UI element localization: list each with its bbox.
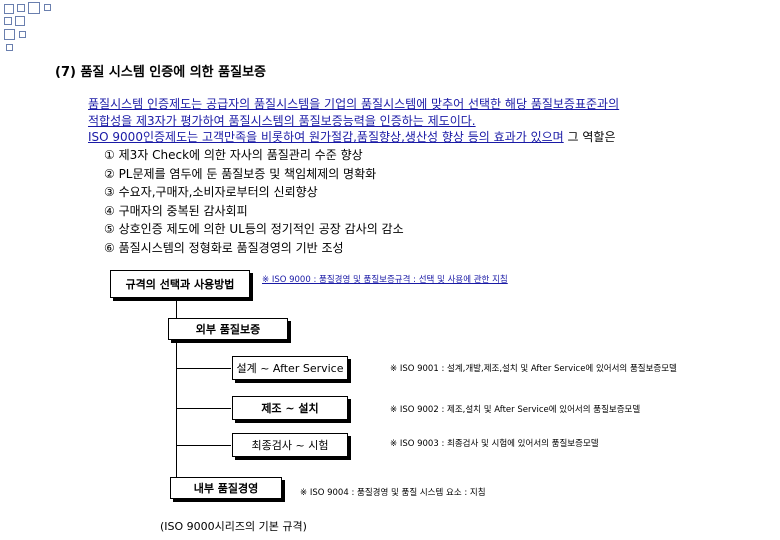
- decor-square: [4, 4, 14, 14]
- role-list: ① 제3자 Check에 의한 자사의 품질관리 수준 향상 ② PL문제를 염…: [104, 146, 404, 257]
- decor-square: [44, 4, 51, 11]
- paragraph-line[interactable]: ISO 9000인증제도는 고객만족을 비롯하여 원가절감,품질향상,생산성 향…: [88, 130, 564, 144]
- decor-square: [17, 4, 25, 12]
- design-box: 설계 ~ After Service: [232, 356, 348, 380]
- internal-qm-box: 내부 품질경영: [170, 477, 282, 499]
- root-note[interactable]: ※ ISO 9000 : 품질경영 및 품질보증규격 : 선택 및 사용에 관한…: [262, 275, 508, 285]
- internal-note: ※ ISO 9004 : 품질경영 및 품질 시스템 요소 : 지침: [300, 488, 486, 498]
- decor-square: [15, 16, 25, 26]
- connector-line: [176, 298, 177, 318]
- decor-square: [6, 44, 13, 51]
- paragraph-line[interactable]: 품질시스템 인증제도는 공급자의 품질시스템을 기업의 품질시스템에 맞추어 선…: [88, 97, 620, 111]
- inspection-box: 최종검사 ~ 시험: [232, 433, 348, 457]
- connector-line: [176, 368, 231, 369]
- paragraph-line[interactable]: 적합성을 제3자가 평가하여 품질시스템의 품질보증능력을 인증하는 제도이다.: [88, 113, 476, 128]
- paragraph-line-tail: 그 역할은: [563, 130, 616, 144]
- page-title: (7) 품질 시스템 인증에 의한 품질보증: [55, 65, 266, 80]
- root-box: 규격의 선택과 사용방법: [110, 270, 250, 298]
- design-note: ※ ISO 9001 : 설계,개발,제조,설치 및 After Service…: [390, 364, 677, 374]
- list-item: ③ 수요자,구매자,소비자로부터의 신뢰향상: [104, 185, 318, 199]
- list-item: ① 제3자 Check에 의한 자사의 품질관리 수준 향상: [104, 148, 363, 162]
- production-note: ※ ISO 9002 : 제조,설치 및 After Service에 있어서의…: [390, 405, 641, 415]
- list-item: ② PL문제를 염두에 둔 품질보증 및 책임체제의 명확화: [104, 166, 377, 181]
- decor-square: [4, 17, 12, 25]
- intro-paragraph: 품질시스템 인증제도는 공급자의 품질시스템을 기업의 품질시스템에 맞추어 선…: [88, 96, 764, 146]
- connector-line: [176, 408, 231, 409]
- production-box: 제조 ~ 설치: [232, 396, 348, 420]
- decor-square: [4, 29, 15, 40]
- diagram-caption: (ISO 9000시리즈의 기본 규격): [160, 520, 307, 533]
- decor-square: [28, 2, 40, 14]
- list-item: ④ 구매자의 중복된 감사회피: [104, 203, 248, 218]
- external-qa-box: 외부 품질보증: [168, 318, 288, 340]
- decor-square: [19, 31, 26, 38]
- inspection-note: ※ ISO 9003 : 최종검사 및 시험에 있어서의 품질보증모델: [390, 439, 599, 449]
- list-item: ⑤ 상호인증 제도에 의한 UL등의 정기적인 공장 감사의 감소: [104, 222, 404, 236]
- connector-line: [176, 445, 231, 446]
- list-item: ⑥ 품질시스템의 정형화로 품질경영의 기반 조성: [104, 240, 344, 255]
